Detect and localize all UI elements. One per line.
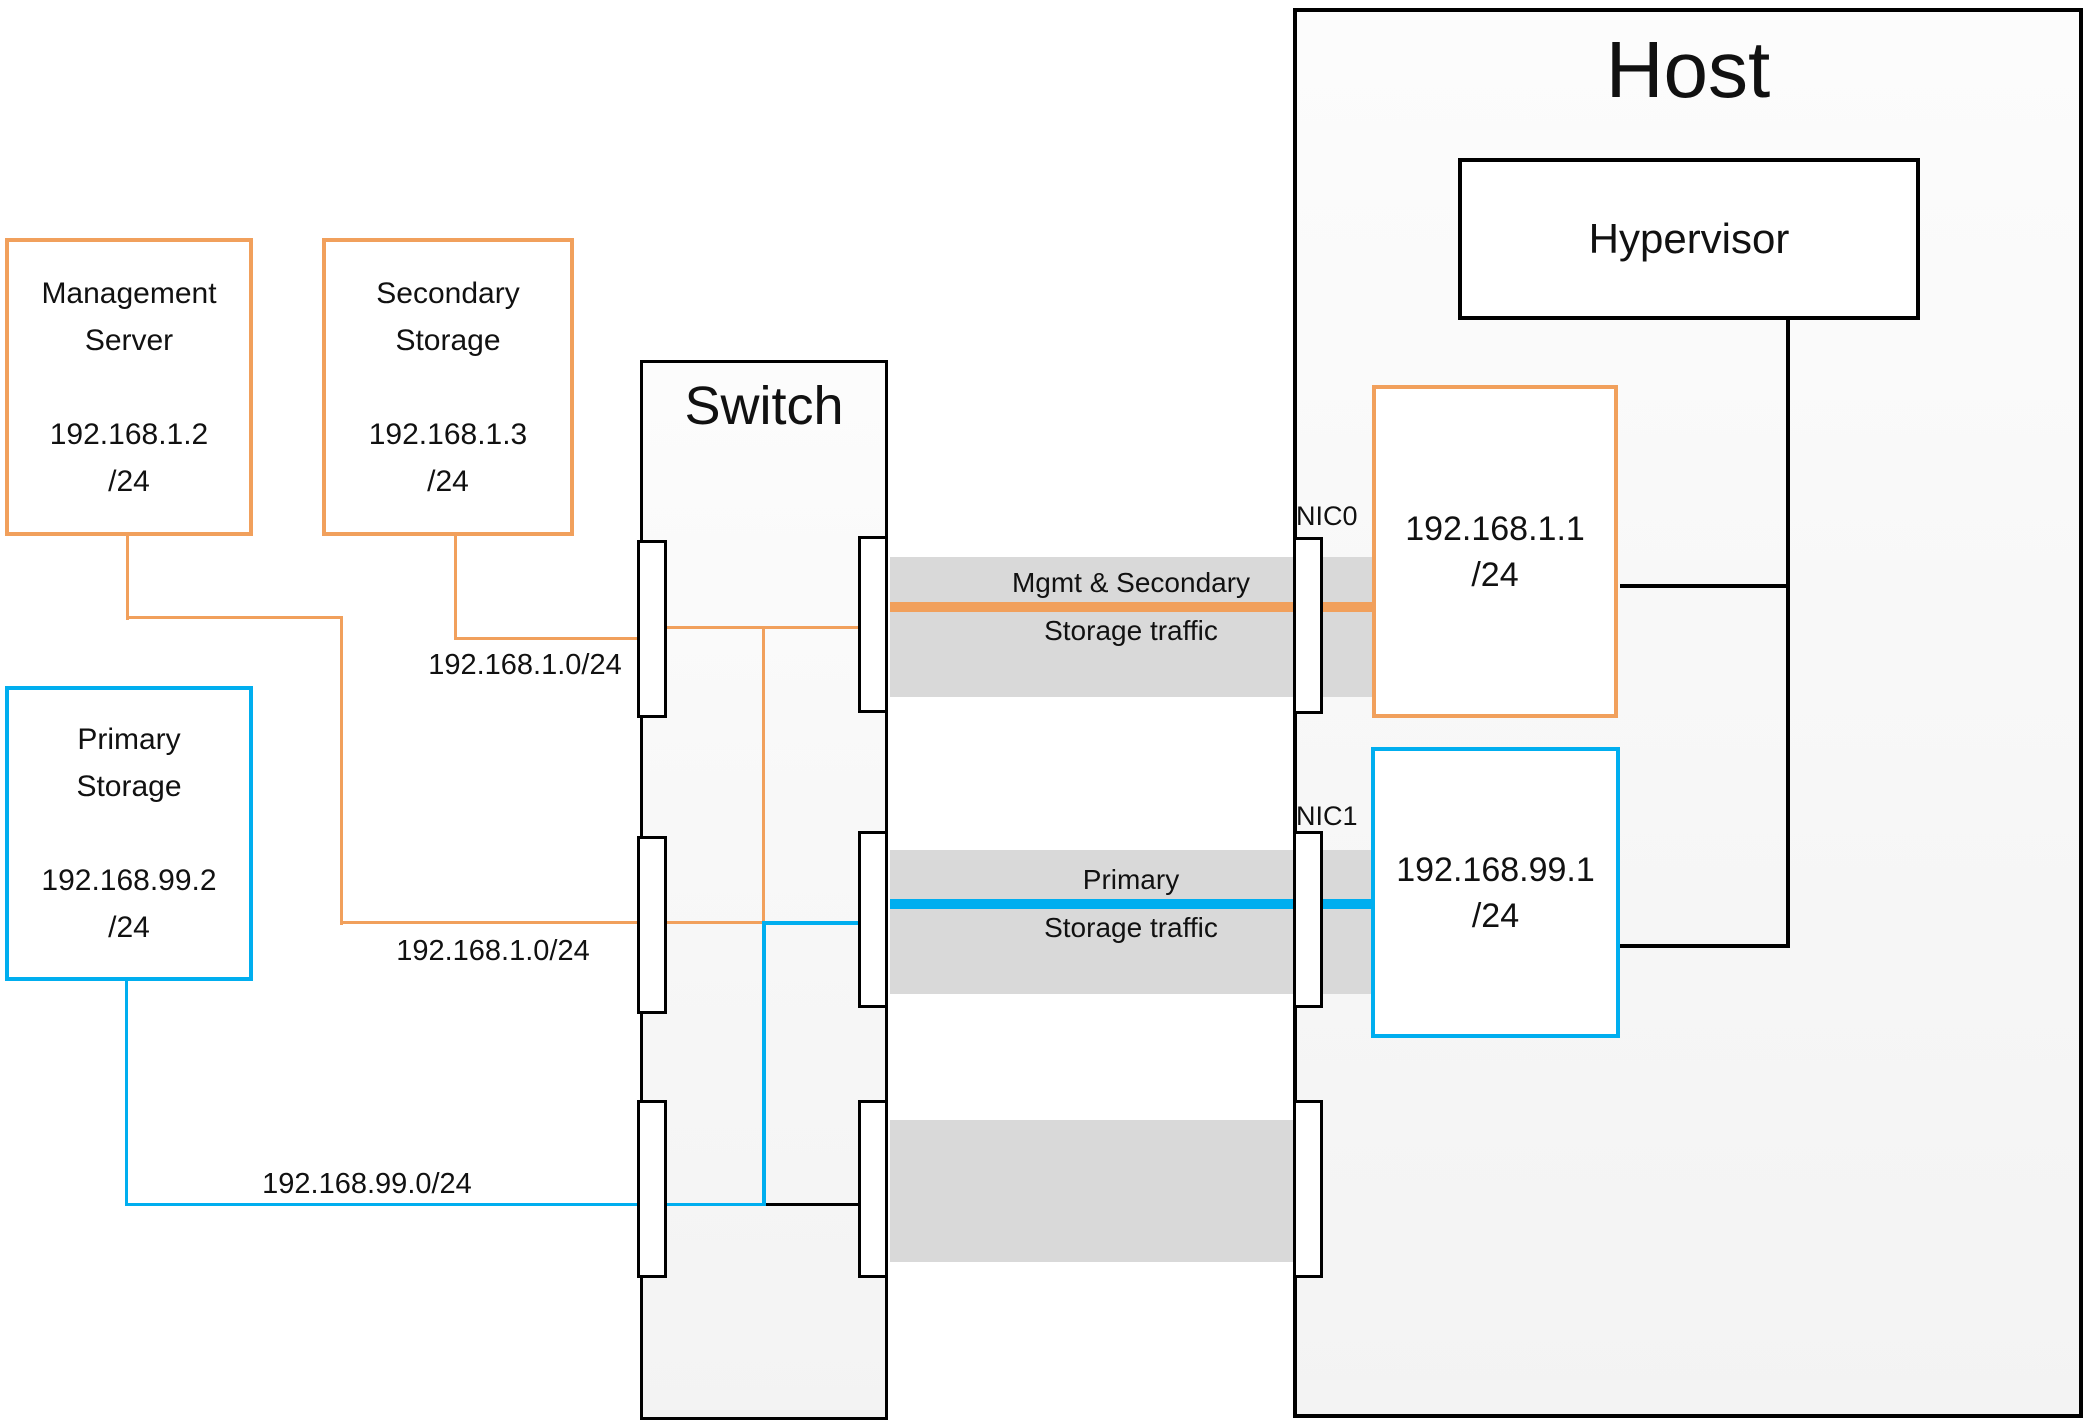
secondary-link-vertical (454, 536, 457, 640)
switch-title: Switch (684, 376, 844, 436)
switch-orange-bus-vertical (762, 626, 765, 924)
traffic-band-mgmt (890, 557, 1372, 697)
mgmt-traffic-label-line2: Storage traffic (1044, 615, 1218, 646)
hypervisor-box: Hypervisor (1458, 158, 1920, 320)
management-link-vertical-2 (340, 616, 343, 925)
switch-blue-bus-vertical (762, 921, 766, 1206)
primary-storage-name: Primary (77, 723, 181, 756)
nic1-ip: 192.168.99.1 (1396, 850, 1595, 889)
traffic-band-unused (890, 1120, 1294, 1262)
switch-port-right-2 (858, 831, 888, 1008)
nic1-mask: /24 (1471, 896, 1520, 935)
traffic-band-primary (890, 850, 1372, 994)
subnet-label-orange-bottom: 192.168.1.0/24 (396, 935, 590, 967)
nic0-ip-box: 192.168.1.1 /24 (1372, 385, 1618, 718)
switch-port-left-3 (637, 1100, 667, 1278)
switch-port-left-2 (637, 836, 667, 1014)
switch-port-left-1 (637, 540, 667, 718)
secondary-storage-ip: 192.168.1.3 (368, 418, 528, 451)
switch-port-right-3 (858, 1100, 888, 1278)
nic0-label: NIC0 (1296, 501, 1358, 531)
primary-storage-box: Primary Storage 192.168.99.2 /24 (5, 686, 253, 981)
switch-blue-bus-horizontal (765, 921, 858, 925)
primary-traffic-line (890, 899, 1372, 909)
switch-port-right-1 (858, 536, 888, 713)
nic1-ip-box: 192.168.99.1 /24 (1371, 747, 1620, 1038)
primary-storage-mask: /24 (108, 911, 150, 944)
nic0-ip: 192.168.1.1 (1405, 509, 1585, 548)
hypervisor-connector-nic1 (1620, 944, 1790, 948)
primary-traffic-label-line1: Primary (1082, 864, 1180, 895)
management-server-mask: /24 (108, 465, 150, 498)
primary-traffic-label-line2: Storage traffic (1044, 912, 1218, 943)
subnet-label-orange-top: 192.168.1.0/24 (428, 649, 622, 681)
management-link-horizontal-2 (340, 921, 765, 924)
management-server-name: Management (41, 277, 217, 310)
host-port-nic1 (1293, 831, 1323, 1008)
hypervisor-connector-vertical (1786, 318, 1790, 948)
secondary-storage-box: Secondary Storage 192.168.1.3 /24 (322, 238, 574, 536)
switch-black-stub (766, 1203, 858, 1206)
host-port-nic0 (1293, 537, 1323, 714)
host-title: Host (1605, 25, 1771, 114)
management-link-vertical-1 (126, 536, 129, 620)
host-port-unused (1293, 1100, 1323, 1278)
secondary-storage-mask: /24 (427, 465, 469, 498)
mgmt-traffic-line (890, 602, 1372, 612)
management-server-box: Management Server 192.168.1.2 /24 (5, 238, 253, 536)
hypervisor-connector-nic0 (1620, 584, 1788, 588)
mgmt-traffic-label-line1: Mgmt & Secondary (1011, 567, 1251, 598)
primary-link-vertical (125, 980, 128, 1206)
secondary-storage-name: Secondary (376, 277, 520, 310)
management-server-ip: 192.168.1.2 (49, 418, 209, 451)
subnet-label-storage: 192.168.99.0/24 (262, 1168, 472, 1200)
management-link-horizontal-1 (126, 616, 343, 619)
primary-link-horizontal (125, 1203, 765, 1206)
switch-box (640, 360, 888, 1420)
hypervisor-label: Hypervisor (1588, 215, 1790, 262)
nic1-label: NIC1 (1296, 801, 1358, 831)
switch-orange-bus-horizontal (642, 626, 858, 629)
secondary-link-horizontal (454, 637, 642, 640)
primary-storage-ip: 192.168.99.2 (41, 864, 217, 897)
nic0-mask: /24 (1471, 555, 1519, 594)
